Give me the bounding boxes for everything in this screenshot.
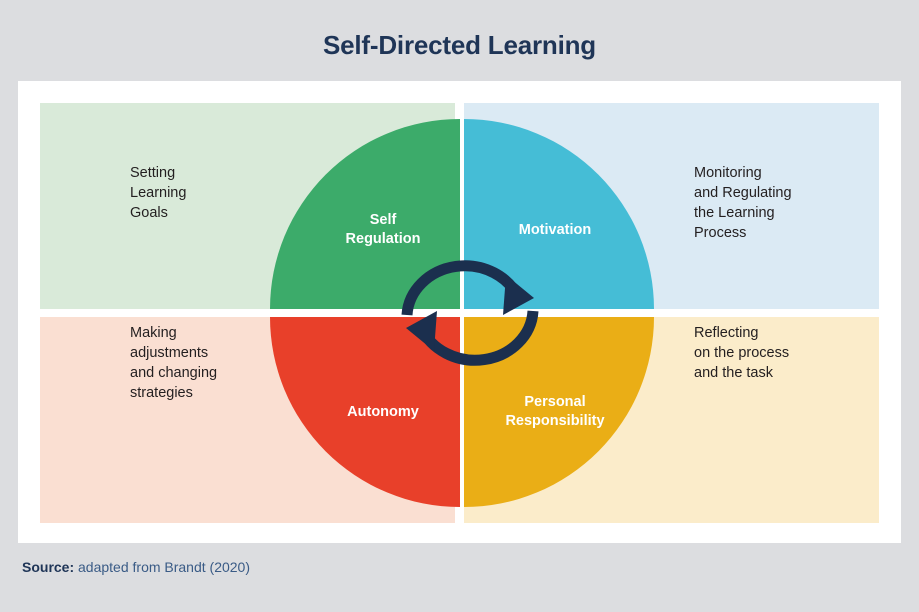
source-text: adapted from Brandt (2020)	[74, 559, 251, 575]
quadrant-top-right-description: Monitoring and Regulating the Learning P…	[694, 165, 792, 241]
quadrant-bottom-right: Reflecting on the process and the task	[464, 317, 879, 523]
quadrant-bottom-right-description: Reflecting on the process and the task	[694, 325, 790, 381]
quadrant-top-right: Monitoring and Regulating the Learning P…	[464, 103, 879, 309]
quadrant-grid: Setting Learning Goals Monitoring and Re…	[40, 103, 879, 523]
diagram-card: Setting Learning Goals Monitoring and Re…	[18, 81, 901, 543]
source-label: Source:	[22, 559, 75, 575]
page-title: Self-Directed Learning	[323, 30, 596, 60]
quadrant-top-left: Setting Learning Goals	[40, 103, 455, 309]
quadrant-bottom-left-description: Making adjustments and changing strategi…	[130, 325, 218, 401]
quadrant-top-left-description: Setting Learning Goals	[130, 165, 187, 221]
source-line: Source: adapted from Brandt (2020)	[22, 559, 250, 575]
quadrant-bottom-left: Making adjustments and changing strategi…	[40, 317, 455, 523]
